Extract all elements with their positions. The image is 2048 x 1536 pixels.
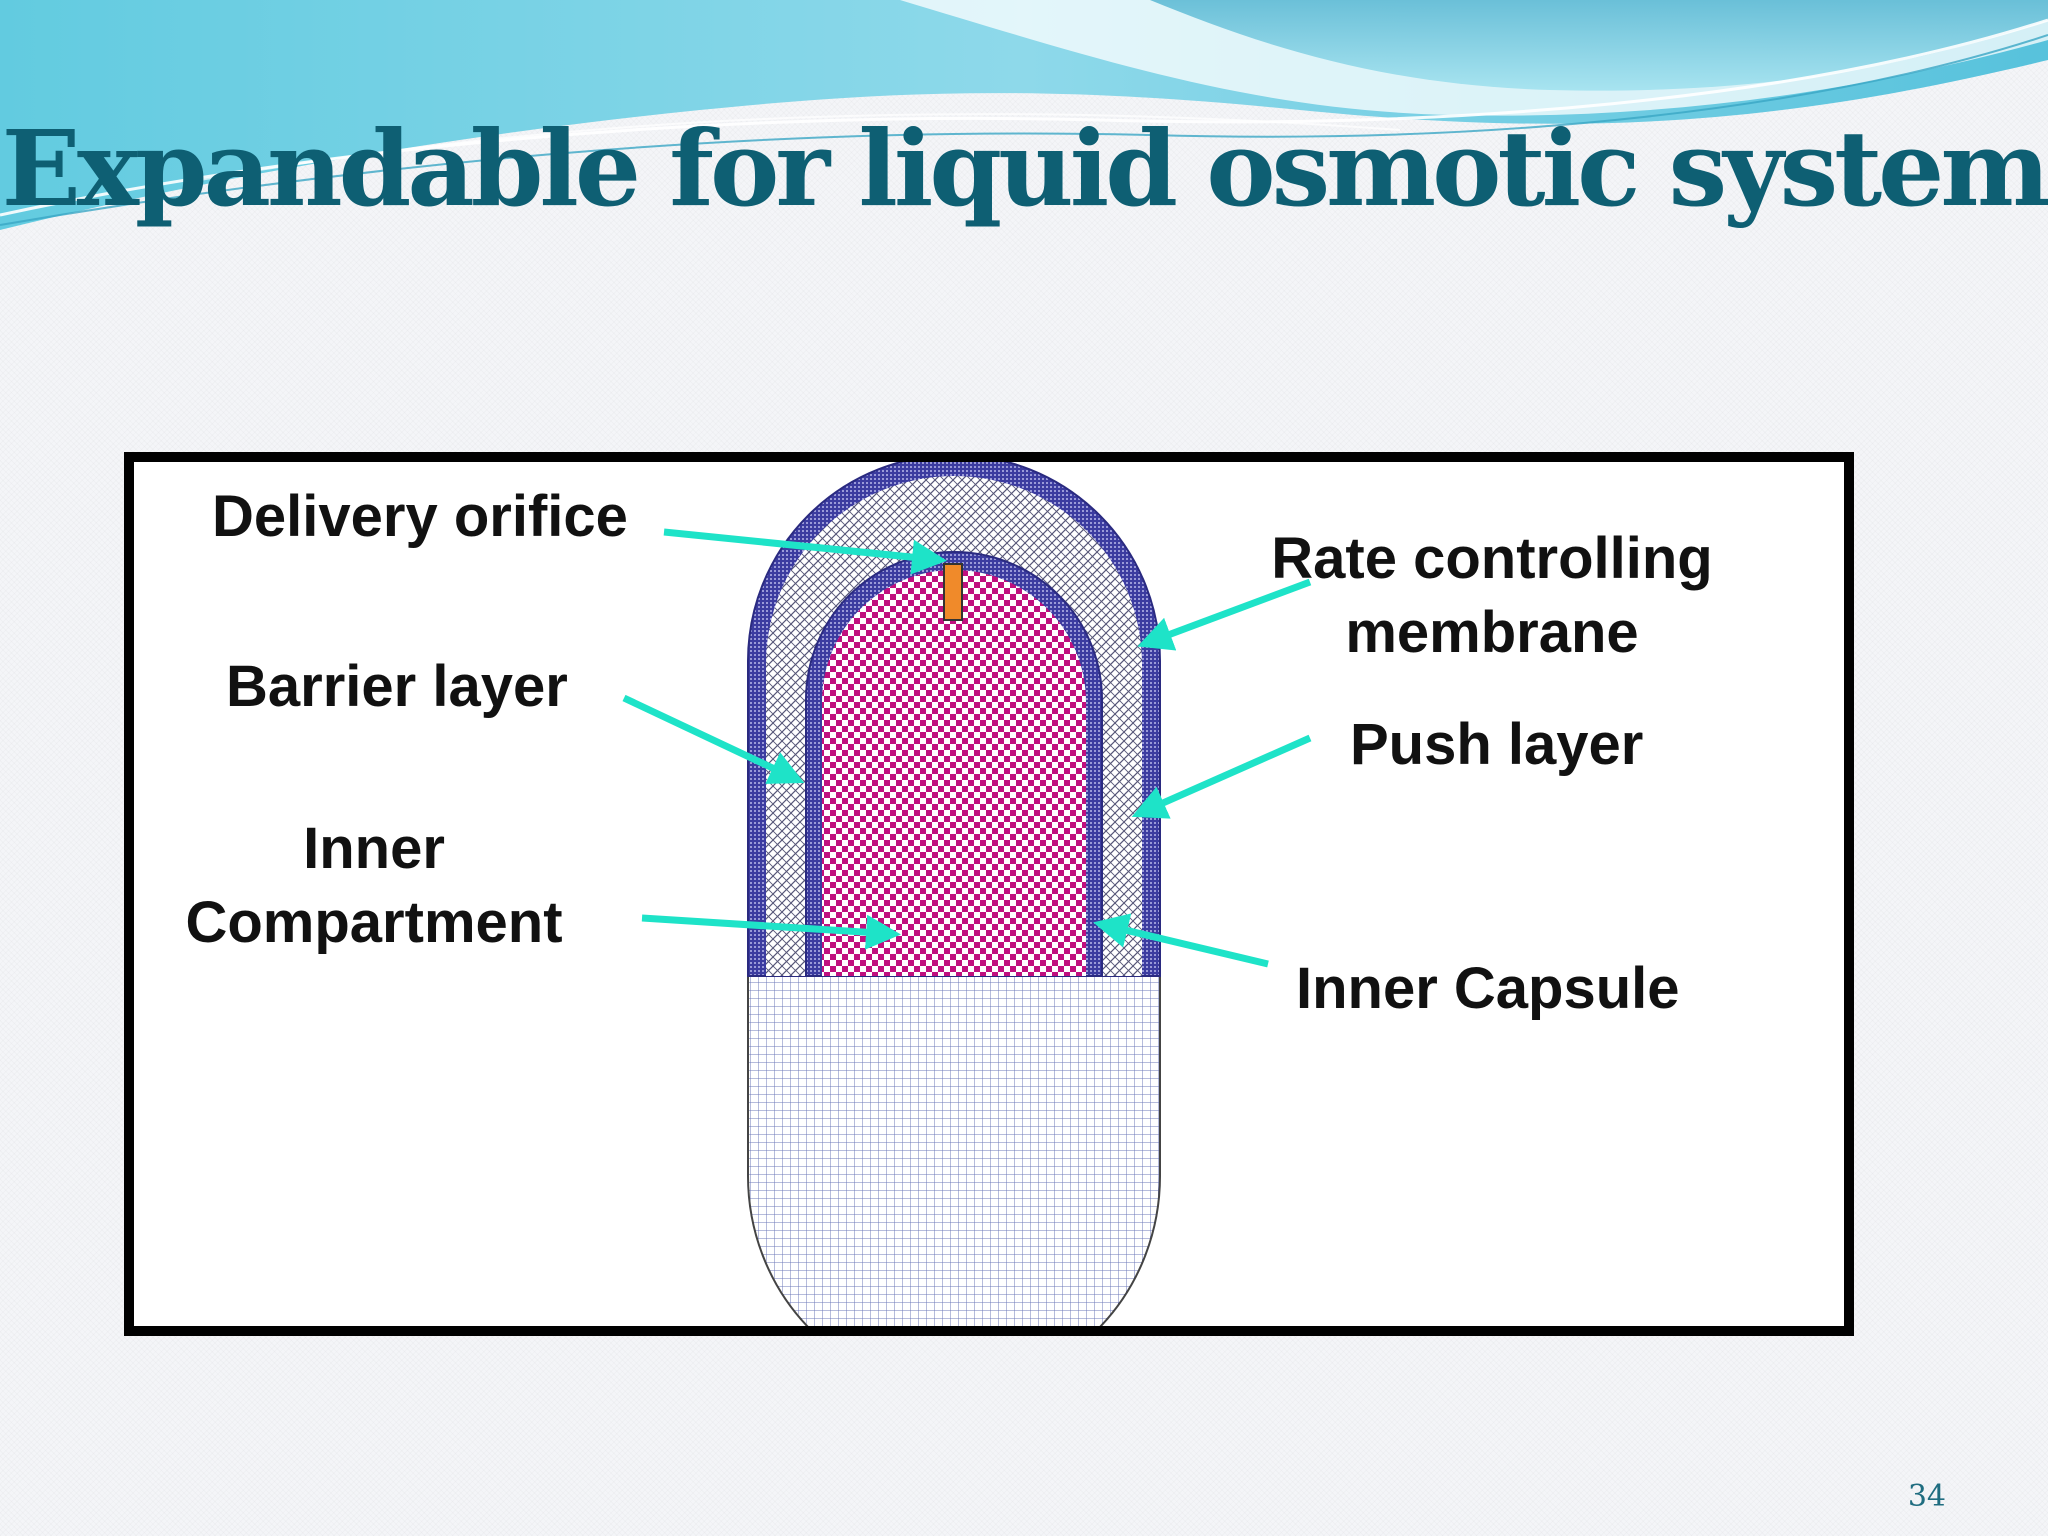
label-inner-compartment-line1: Inner [303,816,445,881]
arrow-delivery-orifice [663,528,947,575]
page-number: 34 [1907,1479,1946,1514]
label-inner-compartment-line2: Compartment [185,890,562,955]
arrow-rate-controlling-membrane [1137,578,1312,651]
capsule-lower-body [747,975,1161,1326]
label-rate-controlling-line2: membrane [1345,600,1638,665]
label-inner-capsule: Inner Capsule [1296,956,1680,1021]
wave-header-decoration [0,0,2048,230]
diagram-frame: Delivery orifice Barrier layer Inner Com… [124,452,1854,1336]
label-delivery-orifice: Delivery orifice [212,484,628,549]
inner-compartment [822,570,1086,976]
label-barrier-layer: Barrier layer [226,654,568,719]
label-rate-controlling-line1: Rate controlling [1271,526,1712,591]
label-push-layer: Push layer [1350,712,1643,777]
slide-title: Expandable for liquid osmotic system [1,107,2048,230]
osmotic-capsule-diagram: Delivery orifice Barrier layer Inner Com… [185,462,1713,1326]
delivery-orifice [943,563,963,621]
arrow-inner-compartment [641,914,901,950]
arrow-push-layer [1131,734,1312,819]
arrow-inner-capsule [1093,913,1269,968]
arrow-barrier-layer [622,694,805,784]
